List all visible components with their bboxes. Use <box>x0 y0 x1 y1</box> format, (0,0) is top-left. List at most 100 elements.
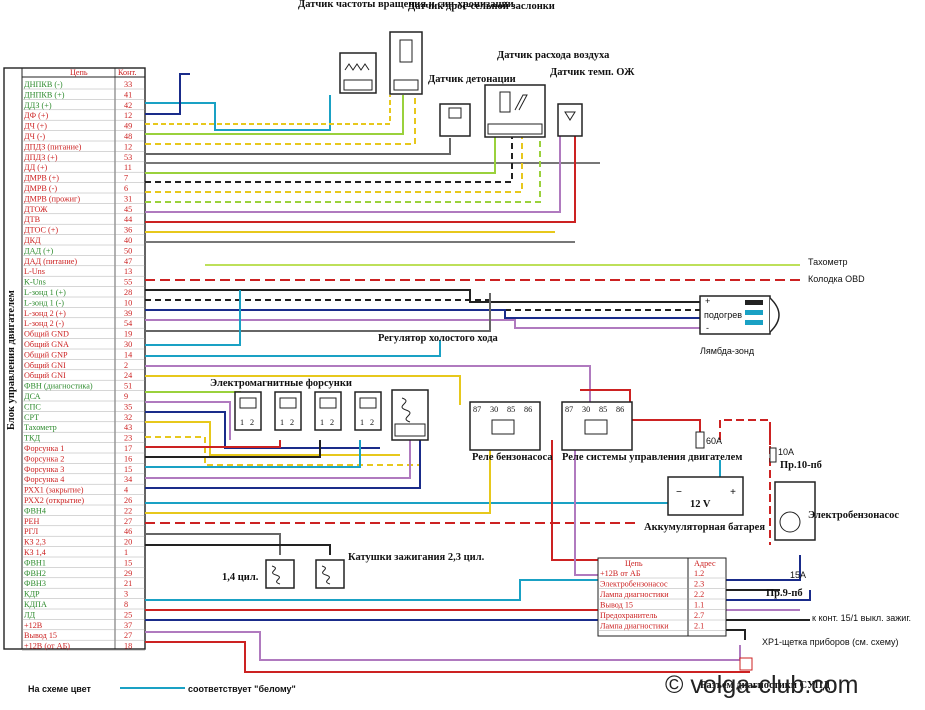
ecu-row-pin: 16 <box>124 454 132 463</box>
battery: 12 V − + Аккумуляторная батарея 60А <box>644 431 765 533</box>
ecu-row-name: Общий GNA <box>24 340 69 349</box>
ecu-row-name: L-зонд 1 (-) <box>24 298 64 307</box>
ecu-row-name: Общий GNP <box>24 350 68 359</box>
ecu-row-pin: 44 <box>124 215 132 224</box>
relay-pin: 85 <box>507 405 515 414</box>
connector-row-addr: 2.3 <box>694 580 704 589</box>
injector-pin: 1 <box>320 418 324 427</box>
wire <box>145 421 400 456</box>
legend-right: соответствует "белому" <box>188 684 296 694</box>
wire <box>145 440 321 458</box>
wire <box>725 629 746 640</box>
ecu-row-name: ДЧ (+) <box>24 122 47 131</box>
ecu-row-name: ДАД (+) <box>24 246 53 255</box>
wire <box>145 290 241 346</box>
engine-relay-label: Реле системы управления двигателем <box>562 452 742 463</box>
ecu-row-pin: 48 <box>124 132 132 141</box>
ecu-row-pin: 23 <box>124 434 132 443</box>
injector-pin: 2 <box>250 418 254 427</box>
connector-row-addr: 2.7 <box>694 611 704 620</box>
injector-pin: 2 <box>290 418 294 427</box>
ecu-row-name: Форсунка 1 <box>24 444 64 453</box>
ecu-row-name: ДНПКВ (+) <box>24 90 65 99</box>
wire <box>145 95 404 135</box>
knock-sensor-label: Датчик детонации <box>428 74 516 85</box>
wire <box>145 135 523 193</box>
ecu-row-pin: 35 <box>124 402 132 411</box>
ecu-row-name: ДФ (+) <box>24 111 48 120</box>
coolant-sensor-label: Датчик темп. ОЖ <box>550 67 635 78</box>
ecu-row-pin: 42 <box>124 101 132 110</box>
relay-pin: 86 <box>616 405 624 414</box>
obd-label: Колодка OBD <box>808 274 865 284</box>
legend-left: На схеме цвет <box>28 684 92 694</box>
connector-row-name: Предохранитель <box>600 611 657 620</box>
ecu-row-pin: 4 <box>124 486 128 495</box>
connector-row-name: Лампа диагностики <box>600 590 669 599</box>
dash-connector-label: ХР1-щетка приборов (см. схему) <box>762 637 899 647</box>
ecu-row-pin: 13 <box>124 267 132 276</box>
ecu-row-name: ФВН3 <box>24 579 46 588</box>
ecu-row-name: Форсунка 2 <box>24 454 64 463</box>
ecu-row-name: ДМРВ (+) <box>24 174 59 183</box>
ecu-row-pin: 1 <box>124 548 128 557</box>
svg-text:+: + <box>730 487 736 498</box>
ecu-row-name: ДСА <box>24 392 41 401</box>
ecu-row-pin: 10 <box>124 298 132 307</box>
ecu-row-name: КДР <box>24 590 40 599</box>
ecu-row-pin: 47 <box>124 257 132 266</box>
ecu-row-pin: 15 <box>124 465 132 474</box>
ecu-row-name: L-зонд 2 (+) <box>24 309 66 318</box>
ecu-row-pin: 26 <box>124 496 132 505</box>
ignition-coils: 1,4 цил. Катушки зажигания 2,3 цил. <box>222 552 485 589</box>
ecu-row-name: ДПДЗ (+) <box>24 153 58 162</box>
ecu-row-pin: 6 <box>124 184 128 193</box>
lambda-label: Лямбда-зонд <box>700 346 755 356</box>
fuse-15-label: 15А <box>790 570 806 580</box>
ecu-outline <box>3 67 146 650</box>
ecu-row-pin: 14 <box>124 350 132 359</box>
ecu-row-name: Общий GNI <box>24 361 66 370</box>
ecu-row-name: +12В (от АБ) <box>24 642 70 651</box>
relay-pin: 30 <box>490 405 498 414</box>
ecu-row-pin: 37 <box>124 621 132 630</box>
ecu-row-name: ФВН1 <box>24 558 46 567</box>
knock-sensor: Датчик детонации <box>428 74 516 137</box>
wire <box>145 309 700 319</box>
lambda-probe: + подогрев - Лямбда-зонд <box>699 295 780 356</box>
ecu-row-name: ДД (+) <box>24 163 48 172</box>
ecu-row-name: ФВН4 <box>24 506 46 515</box>
ecu-row-name: СРТ <box>24 413 39 422</box>
ecu-row-pin: 25 <box>124 610 132 619</box>
injector <box>234 391 262 431</box>
wire <box>145 375 461 405</box>
ecu-row-pin: 41 <box>124 90 132 99</box>
fuel-pump: 10А Пр.10-пб Электробензонасос <box>769 447 899 541</box>
wire <box>145 95 416 145</box>
wire <box>145 138 451 155</box>
wire <box>145 544 331 555</box>
ecu-row-name: Тахометр <box>24 423 57 432</box>
diag-connector <box>739 657 753 671</box>
connector-row-name: +12В от АБ <box>600 569 641 578</box>
ecu-row-name: ЛД <box>24 610 36 619</box>
wire <box>145 631 741 661</box>
ecu-row-name: Вывод 15 <box>24 631 57 640</box>
ecu-row-name: L-зонд 2 (-) <box>24 319 64 328</box>
connector-header-addr: Адрес <box>694 559 716 568</box>
ecu-row-pin: 11 <box>124 163 132 172</box>
idle-regulator: Регулятор холостого хода <box>378 333 499 441</box>
ecu-row-pin: 3 <box>124 590 128 599</box>
ecu-row-pin: 27 <box>124 631 132 640</box>
wire <box>145 401 231 440</box>
fuel-pump-relay-label: Реле бензонасоса <box>472 452 553 463</box>
ecu-row-name: Общий GND <box>24 330 69 339</box>
wire <box>145 319 700 329</box>
ecu-row-name: СПС <box>24 402 41 411</box>
ecu-row-pin: 15 <box>124 558 132 567</box>
ecu-row-name: РЕН <box>24 517 40 526</box>
wire <box>551 440 600 561</box>
ecu-row-name: ДМРВ (-) <box>24 184 57 193</box>
